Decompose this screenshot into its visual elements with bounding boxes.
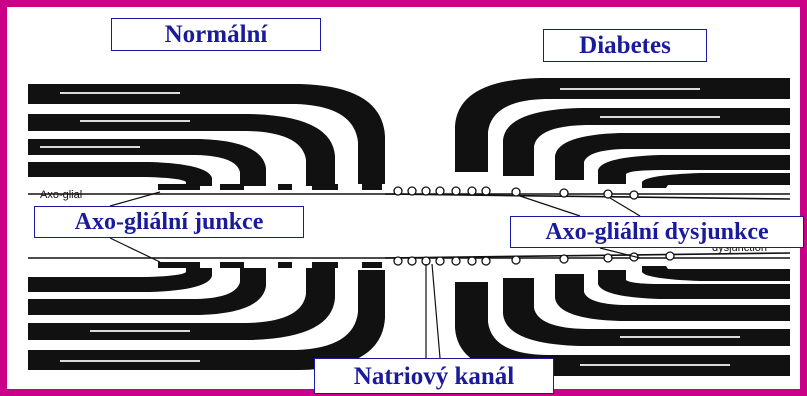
- diabetes-label: Diabetes: [543, 29, 707, 62]
- lower-left-myelin-layers: [28, 268, 385, 370]
- upper-left-myelin-layers: [28, 84, 385, 186]
- upper-right-myelin-layers: [455, 78, 790, 188]
- scan-fragment-axo-glial: Axo-glial: [40, 190, 82, 201]
- normal-label: Normální: [111, 18, 321, 51]
- axo-glial-junction-label: Axo-gliální junkce: [34, 206, 304, 238]
- sodium-channel-label: Natriový kanál: [314, 358, 554, 394]
- axo-glial-dysjunction-label: Axo-gliální dysjunkce: [510, 216, 804, 248]
